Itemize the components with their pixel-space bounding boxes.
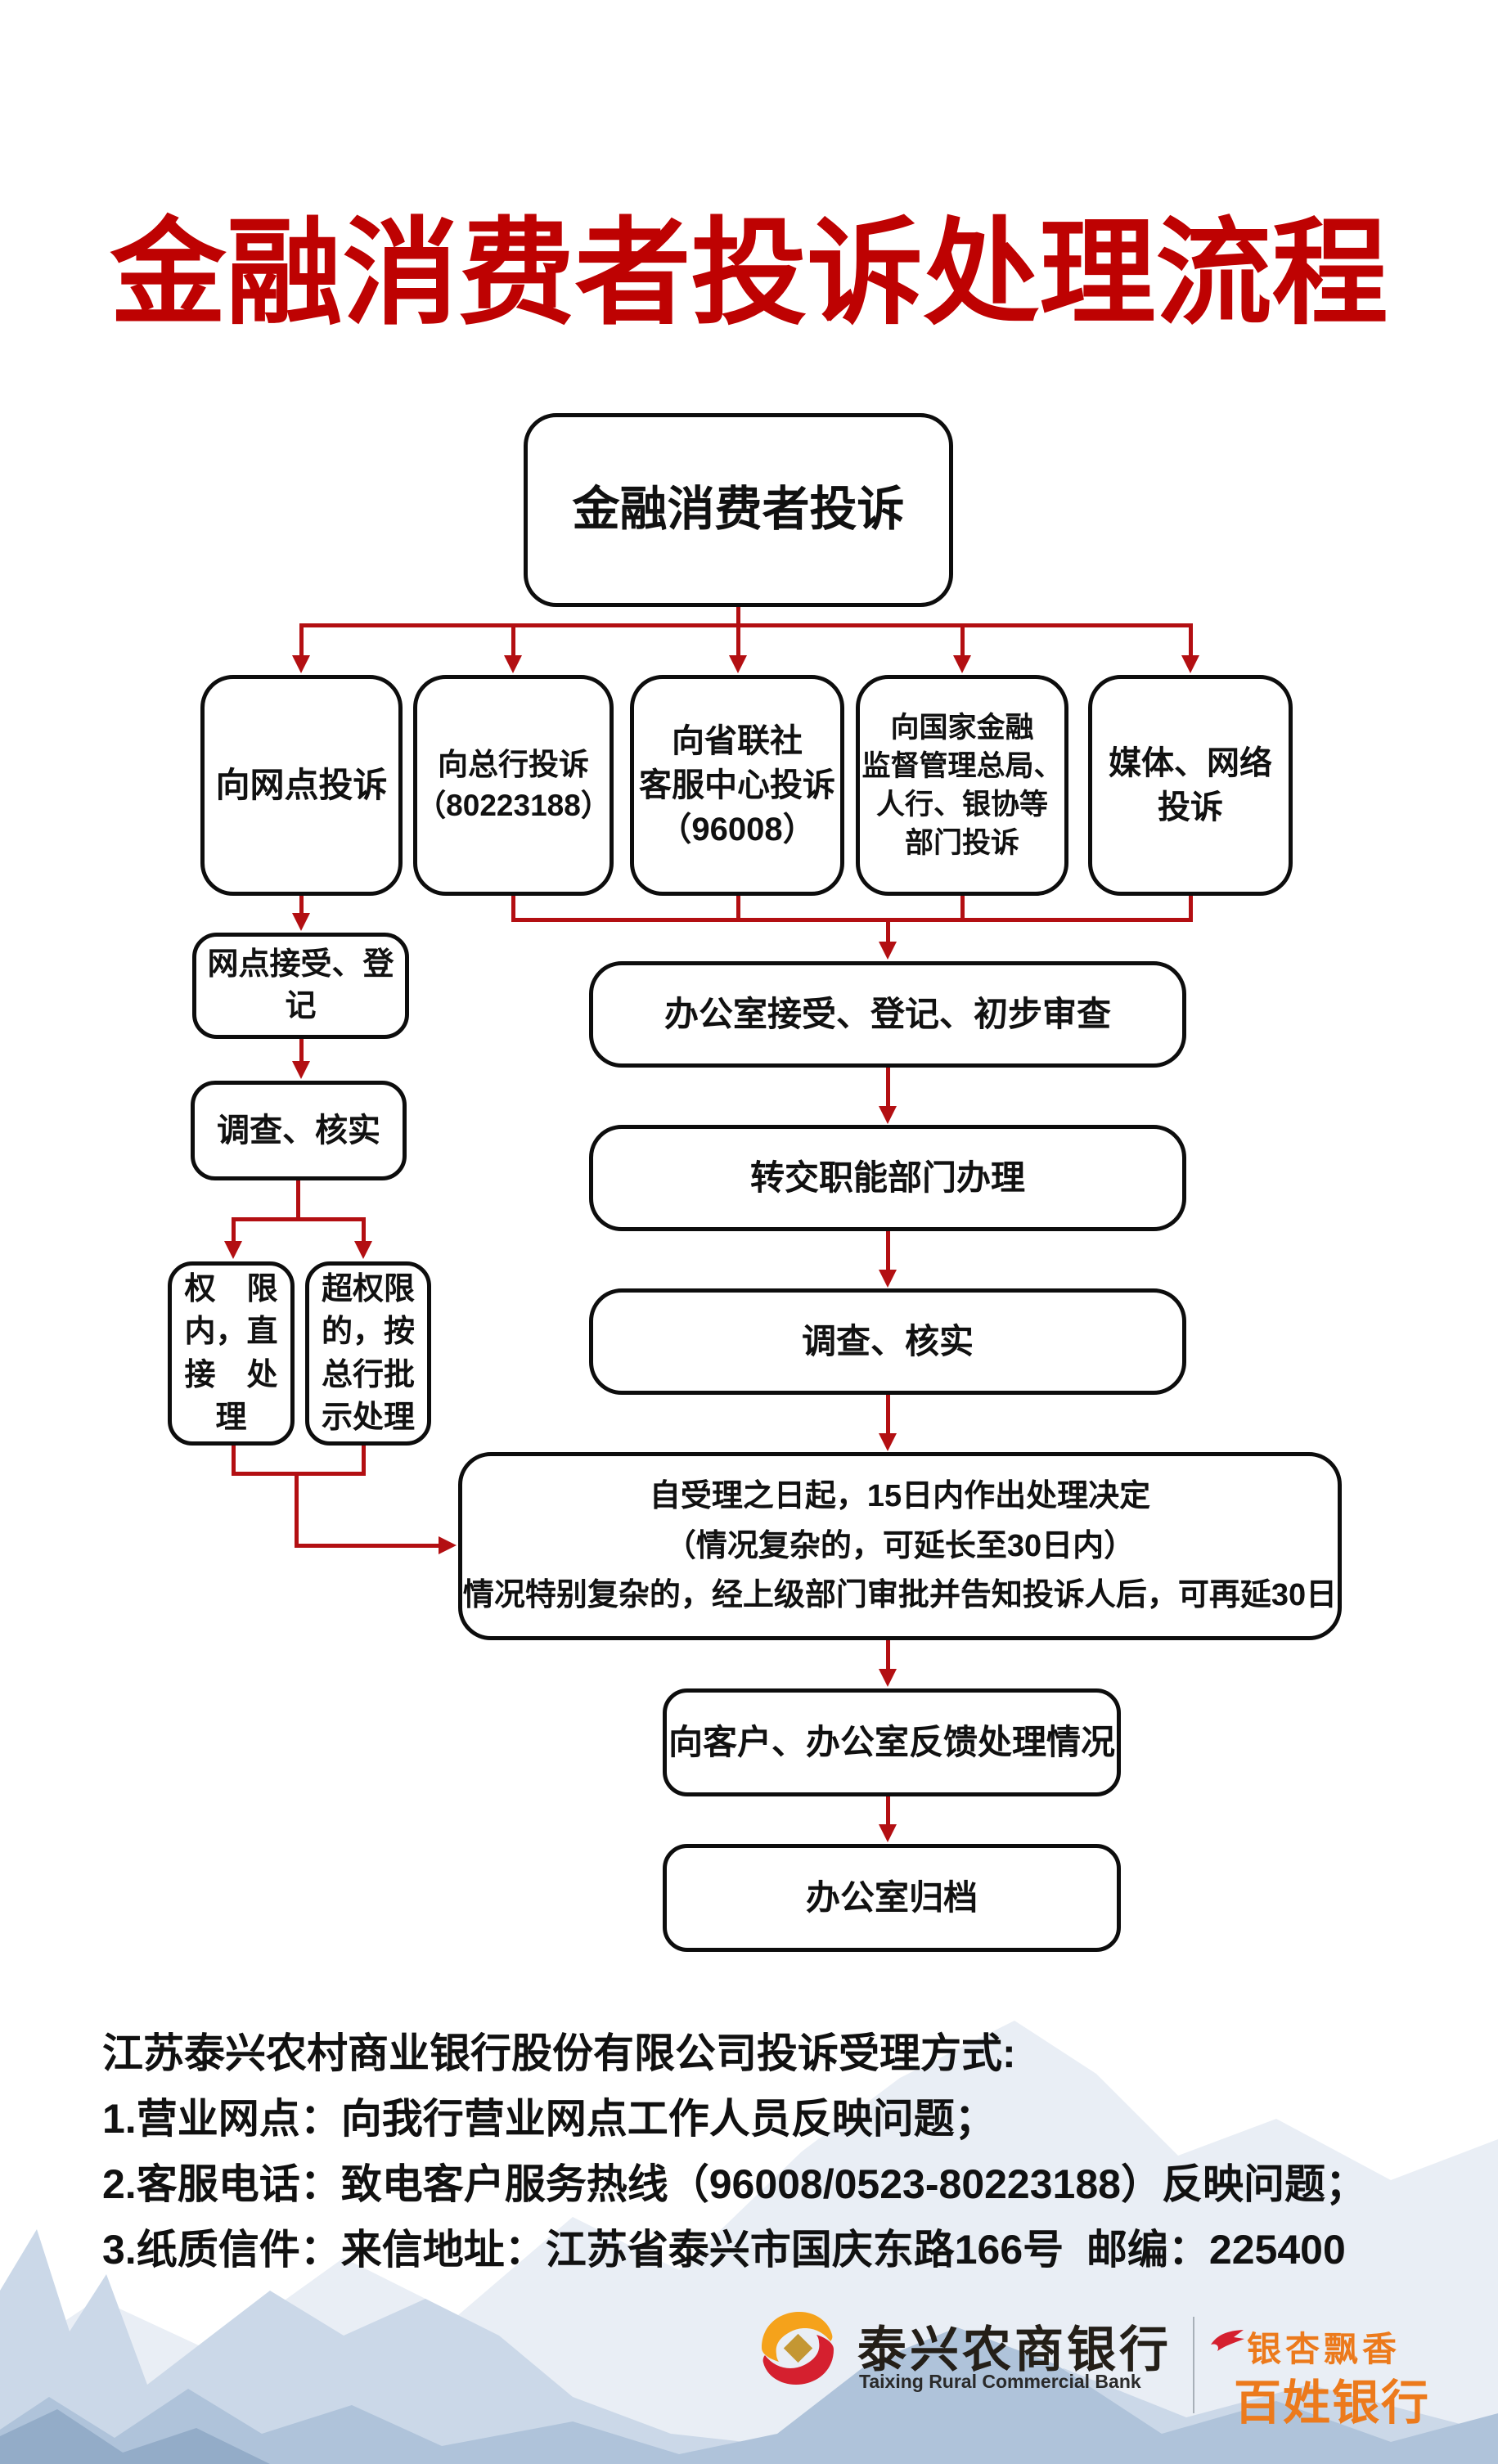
- flow-connector: [886, 1640, 890, 1670]
- flow-connector: [736, 607, 740, 627]
- flow-node-regulator-complaint: 向国家金融 监督管理总局、 人行、银协等 部门投诉: [856, 675, 1068, 896]
- mountain-layer-mid: [0, 2229, 1498, 2464]
- flow-node-branch-complaint: 向网点投诉: [200, 675, 403, 896]
- flow-arrowhead: [879, 1270, 897, 1288]
- flow-node-branch-receive: 网点接受、登记: [192, 933, 409, 1039]
- flow-connector: [886, 1796, 890, 1826]
- slogan-top: 银杏飘香: [1247, 2330, 1401, 2368]
- bank-name-en: Taixing Rural Commercial Bank: [859, 2371, 1141, 2392]
- flow-node-media-complaint: 媒体、网络 投诉: [1088, 675, 1293, 896]
- logo-red-swoosh: [762, 2335, 834, 2385]
- slogan-bottom: 百姓银行: [1234, 2376, 1431, 2430]
- page-title: 金融消费者投诉处理流程: [110, 209, 1388, 339]
- flow-arrowhead: [504, 655, 522, 673]
- mountain-background: [0, 2021, 1498, 2464]
- flow-connector: [362, 1446, 366, 1476]
- flow-connector: [299, 623, 304, 656]
- flow-node-archive: 办公室归档: [663, 1844, 1121, 1952]
- flow-connector: [736, 623, 740, 656]
- flow-node-provincial-hotline-complaint: 向省联社 客服中心投诉 （96008）: [630, 675, 844, 896]
- bank-name-cn: 泰兴农商银行: [857, 2322, 1172, 2377]
- flow-node-office-receive: 办公室接受、登记、初步审查: [589, 961, 1186, 1068]
- flow-arrowhead: [953, 655, 971, 673]
- logo-orange-swoosh: [762, 2312, 833, 2362]
- flow-arrowhead: [729, 655, 747, 673]
- flow-node-beyond-authority: 超权限 的，按 总行批 示处理: [305, 1261, 431, 1446]
- flow-connector: [299, 896, 304, 914]
- flow-connector: [511, 896, 515, 922]
- flow-connector: [886, 1068, 890, 1107]
- footer-divider: [1193, 2317, 1194, 2413]
- flow-arrowhead: [879, 942, 897, 960]
- flow-arrowhead: [292, 655, 310, 673]
- contact-heading: 江苏泰兴农村商业银行股份有限公司投诉受理方式:: [102, 2030, 1016, 2076]
- flow-connector: [232, 1217, 366, 1221]
- flow-arrowhead: [879, 1106, 897, 1124]
- flow-connector: [1189, 623, 1193, 656]
- flow-connector: [886, 1395, 890, 1434]
- flow-connector: [295, 1544, 440, 1548]
- mountain-layer-front-left: [0, 2409, 270, 2464]
- flow-arrowhead: [879, 1669, 897, 1687]
- flow-connector: [736, 896, 740, 922]
- flow-connector: [511, 918, 1193, 922]
- flow-connector: [232, 1217, 236, 1242]
- flow-arrowhead: [1181, 655, 1199, 673]
- flow-connector: [232, 1446, 236, 1476]
- flow-connector: [295, 1472, 299, 1548]
- flow-node-decision-deadline: 自受理之日起，15日内作出处理决定 （情况复杂的，可延长至30日内） 情况特别复…: [458, 1452, 1342, 1640]
- contact-item-hotline: 2.客服电话：致电客户服务热线（96008/0523-80223188）反映问题…: [102, 2161, 1366, 2207]
- flow-connector: [511, 623, 515, 656]
- flow-arrowhead: [439, 1536, 457, 1554]
- flow-connector: [960, 623, 965, 656]
- mountain-layer-near: [0, 2327, 1498, 2464]
- flow-arrowhead: [879, 1433, 897, 1451]
- flow-connector: [886, 918, 890, 942]
- flow-connector: [299, 1039, 304, 1062]
- bird-icon: [1211, 2330, 1244, 2351]
- flow-connector: [960, 896, 965, 922]
- flow-connector: [299, 623, 1193, 627]
- flow-node-investigate-center: 调查、核实: [589, 1288, 1186, 1395]
- flow-connector: [296, 1180, 300, 1221]
- flow-arrowhead: [354, 1241, 372, 1259]
- flow-arrowhead: [292, 913, 310, 931]
- bank-logo-icon: [762, 2312, 834, 2385]
- contact-item-branch: 1.营业网点：向我行营业网点工作人员反映问题；: [102, 2096, 996, 2142]
- logo-gold-diamond: [783, 2333, 813, 2363]
- flow-connector: [232, 1472, 366, 1476]
- flow-arrowhead: [292, 1061, 310, 1079]
- flow-connector: [362, 1217, 366, 1242]
- flow-node-transfer-department: 转交职能部门办理: [589, 1125, 1186, 1231]
- flow-arrowhead: [224, 1241, 242, 1259]
- flow-node-investigate-left: 调查、核实: [191, 1081, 407, 1180]
- flow-connector: [886, 1231, 890, 1270]
- flow-node-feedback: 向客户、办公室反馈处理情况: [663, 1688, 1121, 1796]
- flow-arrowhead: [879, 1824, 897, 1842]
- contact-item-mail: 3.纸质信件：来信地址：江苏省泰兴市国庆东路166号 邮编：225400: [102, 2227, 1346, 2273]
- flow-node-complaint-root: 金融消费者投诉: [524, 413, 953, 607]
- flow-node-within-authority: 权 限 内，直 接 处 理: [168, 1261, 295, 1446]
- flow-connector: [1189, 896, 1193, 922]
- flow-node-headoffice-complaint: 向总行投诉 （80223188）: [413, 675, 614, 896]
